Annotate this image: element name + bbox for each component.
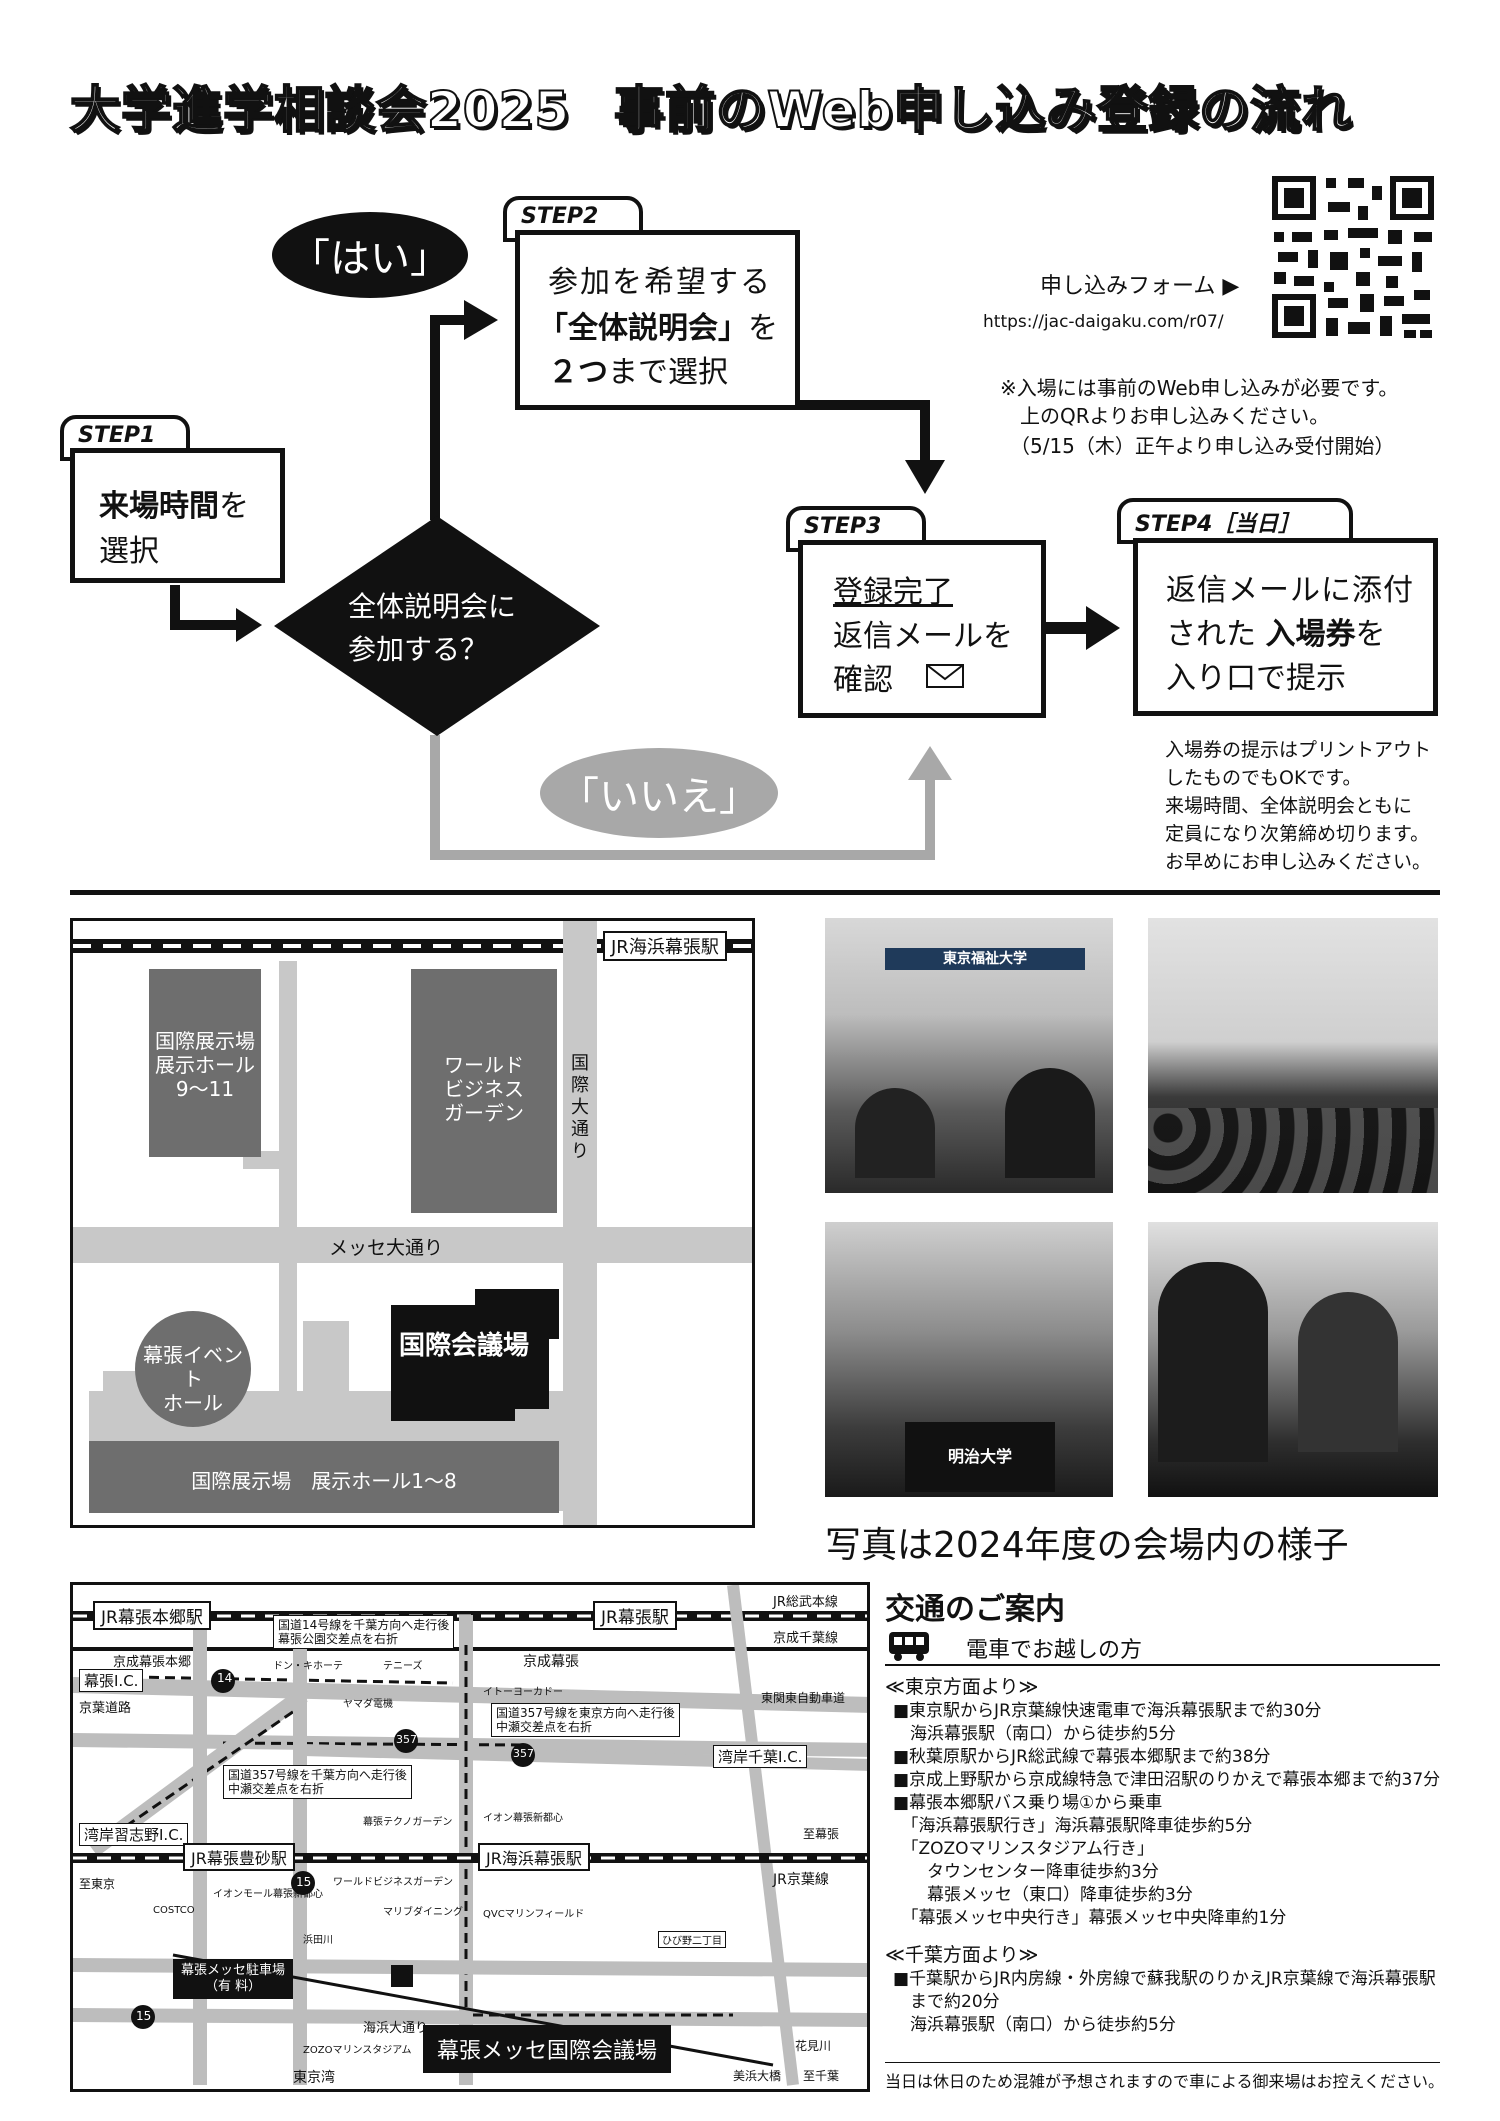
step2-box: 参加を希望する 「全体説明会」を ２つまで選択 [515,230,800,410]
form-note-1: ※入場には事前のWeb申し込みが必要です。 [1000,376,1399,400]
keiyo-line-label: JR京葉線 [773,1872,829,1888]
wangan-narashino-ic: 湾岸習志野I.C. [79,1823,189,1846]
r357-note-1: 国道357号線を東京方向へ走行後中瀬交差点を右折 [491,1703,680,1737]
decision-text-2: 参加する？ [348,633,489,666]
ticket-note-2: したものでもOKです。 [1165,767,1362,789]
route-15b-icon: 15 [136,2009,152,2023]
ticket-note-4: 定員になり次第締め切ります。 [1165,823,1430,845]
keiyo-road: 京葉道路 [79,1701,132,1716]
area-map: JR幕張本郷駅 JR幕張駅 JR総武本線 京成千葉線 京成幕張本郷 京成幕張 国… [70,1582,870,2092]
r14-note: 国道14号線を千葉方向へ走行後幕張公園交差点を右折 [273,1615,455,1649]
chiba-head: ≪千葉方面より≫ [885,1944,1039,1966]
title-right: 事前のWeb申し込み登録の流れ [613,80,1353,140]
keisei-makuhari-hongo: 京成幕張本郷 [113,1655,192,1670]
ticket-note-5: お早めにお申し込みください。 [1165,851,1432,873]
photo-booth-3 [1148,1222,1438,1497]
hanamigawa: 花見川 [795,2039,832,2053]
to-chiba: 至千葉 [803,2069,840,2083]
lm-costco: COSTCO [153,1905,195,1916]
lm-hibino: ひび野二丁目 [658,1931,726,1948]
decision-diamond [274,516,600,736]
step1-box: 来場時間を 選択 [70,448,285,583]
page-title: 大学進学相談会2025 事前のWeb申し込み登録の流れ [69,70,1353,142]
to-makuhari: 至幕張 [803,1827,840,1841]
form-note-3: （5/15（木）正午より申し込み受付開始） [1010,434,1395,458]
station-label: JR海浜幕張駅 [603,931,727,961]
wangan-chiba-ic: 湾岸千葉I.C. [713,1745,808,1768]
step3-box: 登録完了 返信メールを 確認 [798,540,1046,718]
lm-technogarden: 幕張テクノガーデン [363,1817,453,1828]
no-label: 「いいえ」 [540,748,778,838]
route-357-icon: 357 [396,1733,417,1746]
to-tokyo: 至東京 [79,1877,116,1891]
lm-donki: ドン・キホーテ [273,1661,343,1672]
mihama-bridge: 美浜大橋 [733,2069,782,2083]
lm-itoyokado: イトーヨーカドー [483,1687,563,1698]
holiday-note: 当日は休日のため混雑が予想されますので車による御来場はお控えください。 [885,2072,1445,2091]
kaihin-road: 海浜大通り [363,2021,429,2036]
train-icon [889,1632,929,1661]
jr-makuhari: JR幕張駅 [593,1601,677,1630]
photo-seminar [1148,918,1438,1193]
lm-yamada: ヤマダ電機 [343,1699,393,1710]
jr-makuhari-toyosuna: JR幕張豊砂駅 [183,1843,295,1871]
messe-road-label: メッセ大通り [329,1237,444,1259]
access-divider [885,1664,1440,1666]
tokyo-head: ≪東京方面より≫ [885,1676,1039,1698]
ticket-note-1: 入場券の提示はプリントアウト [1165,739,1432,761]
form-label: 申し込みフォーム ▶ [1040,274,1240,299]
jr-kaihin-makuhari: JR海浜幕張駅 [478,1843,590,1871]
qr-code[interactable] [1268,172,1438,342]
event-hall-label: 幕張イベントホール [143,1343,243,1415]
lm-malibu: マリブダイニング [383,1907,463,1918]
lm-aeonmall: イオンモール幕張新都心 [213,1889,323,1900]
photo-booth-2: 明治大学 [825,1222,1113,1497]
lm-hamadagawa: 浜田川 [303,1935,333,1946]
lm-aeon: イオン幕張新都心 [483,1813,563,1824]
lm-dennys: テニーズ [383,1661,423,1672]
r357-note-2: 国道357号線を千葉方向へ走行後中瀬交差点を右折 [223,1765,412,1799]
chiba-list: ■千葉駅からJR内房線・外房線で蘇我駅のりかえJR京葉線で海浜幕張駅 まで約20… [893,1969,1436,2035]
title-left: 大学進学相談会2025 [69,80,571,140]
hall-1-8-label: 国際展示場 展示ホール1〜8 [191,1469,457,1493]
route-15-icon: 15 [296,1875,312,1889]
ticket-note-3: 来場時間、全体説明会ともに [1165,795,1413,817]
photo-caption: 写真は2024年度の会場内の様子 [825,1525,1349,1566]
makuhari-ic: 幕張I.C. [79,1669,144,1692]
form-url[interactable]: https://jac-daigaku.com/r07/ [983,312,1224,332]
lm-wbg: ワールドビジネスガーデン [333,1877,453,1888]
parking-label: 幕張メッセ駐車場（有 料） [173,1959,294,1999]
form-note-2: 上のQRよりお申し込みください。 [1020,404,1330,428]
access-title: 交通のご案内 [885,1592,1065,1627]
jr-makuhari-hongo: JR幕張本郷駅 [93,1601,211,1630]
step4-tab: STEP4［当日］ [1117,498,1353,544]
tokyo-list: ■東京駅からJR京葉線快速電車で海浜幕張駅まで約30分 海浜幕張駅（南口）から徒… [893,1701,1441,1928]
lm-zozo: ZOZOマリンスタジアム [303,2045,412,2056]
train-label: 電車でお越しの方 [966,1638,1143,1663]
keisei-chiba-label: 京成千葉線 [773,1631,839,1646]
lm-qvc: QVCマリンフィールド [483,1909,585,1920]
decision-text-1: 全体説明会に [348,590,517,623]
conference-label: 国際会議場 [399,1331,530,1361]
jr-sobu-label: JR総武本線 [773,1595,838,1610]
route-14-icon: 14 [217,1671,233,1685]
keisei-makuhari: 京成幕張 [523,1654,579,1670]
photo-booth-1: 東京福祉大学 [825,918,1113,1193]
kokusai-road-label: 国際大通り [571,1053,589,1162]
higashikanto: 東関東自動車道 [761,1691,846,1705]
flow-connectors [70,300,1440,895]
tokyo-bay: 東京湾 [293,2070,335,2086]
step4-box: 返信メールに添付 された 入場券を 入り口で提示 [1133,538,1438,716]
yes-label: 「はい」 [272,212,468,298]
route-357b-icon: 357 [513,1747,534,1760]
venue-label: 幕張メッセ国際会議場 [423,2025,672,2073]
wbg-label: ワールドビジネスガーデン [444,1053,524,1125]
envelope-icon [926,664,964,688]
holiday-divider [885,2062,1440,2063]
